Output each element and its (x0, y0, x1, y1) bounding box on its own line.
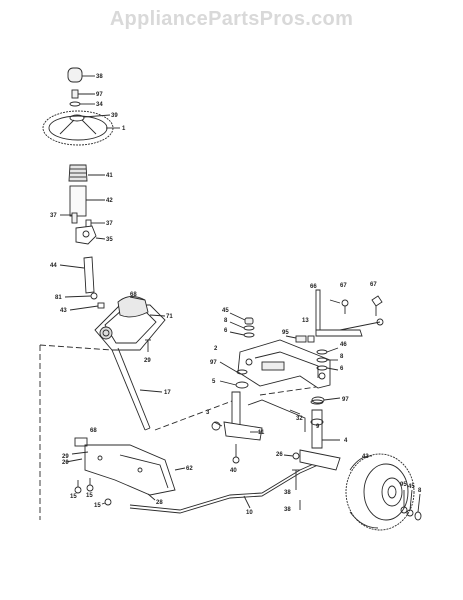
callout: 95 (400, 482, 407, 488)
callout: 67 (340, 283, 347, 289)
callout: 37 (50, 213, 57, 219)
bolts-15 (74, 478, 112, 506)
tie-rod (247, 399, 306, 432)
callout: 44 (50, 263, 57, 269)
cap-screw (71, 89, 95, 99)
spindle-bolts-38 (292, 469, 301, 510)
steering-adapter (68, 164, 105, 182)
callout-labels: 38 97 34 39 1 41 42 37 37 35 44 81 43 68… (50, 74, 422, 516)
callout: 8 (340, 354, 344, 360)
callout: 97 (210, 360, 217, 366)
callout: 20 (62, 460, 69, 466)
wheel-hardware (400, 489, 422, 521)
callout: 3 (206, 410, 210, 416)
callout: 43 (362, 454, 369, 460)
upper-right-hardware (285, 289, 384, 343)
callout: 15 (86, 493, 93, 499)
callout: 46 (340, 342, 347, 348)
callout: 62 (186, 466, 193, 472)
callout: 6 (224, 328, 228, 334)
bolt-left (60, 212, 78, 224)
callout: 13 (302, 318, 309, 324)
callout: 97 (342, 397, 349, 403)
callout: 2 (214, 346, 218, 352)
callout: 28 (156, 500, 163, 506)
washer-top (69, 101, 95, 107)
callout: 5 (212, 379, 216, 385)
callout: 17 (164, 390, 171, 396)
callout: 71 (166, 314, 173, 320)
callout: 10 (246, 510, 253, 516)
callout: 42 (106, 198, 113, 204)
callout: 66 (310, 284, 317, 290)
callout: 38 (284, 507, 291, 513)
callout: 67 (370, 282, 377, 288)
steering-wheel-cap (67, 67, 95, 83)
callout: 38 (284, 490, 291, 496)
callout: 35 (106, 237, 113, 243)
callout: 34 (96, 102, 103, 108)
callout: 29 (62, 454, 69, 460)
callout: 97 (96, 92, 103, 98)
spindle-hardware-left (219, 312, 255, 389)
spindle-hardware-right (311, 347, 341, 404)
callout: 38 (96, 74, 103, 80)
steering-shaft-bracket (75, 225, 106, 245)
callout: 37 (106, 221, 113, 227)
callout: 68 (90, 428, 97, 434)
callout: 11 (258, 430, 265, 436)
steering-sleeve (69, 185, 105, 217)
right-spindle (283, 399, 341, 471)
steering-shaft (59, 256, 95, 294)
bolt-29 (145, 339, 151, 352)
callout: 45 (408, 484, 415, 490)
callout: 95 (282, 330, 289, 336)
callout: 26 (276, 452, 283, 458)
callout: 39 (111, 113, 118, 119)
drag-link (129, 461, 319, 514)
front-axle-bar (237, 339, 331, 389)
callout: 41 (106, 173, 113, 179)
callout: 15 (94, 503, 101, 509)
callout: 81 (55, 295, 62, 301)
steering-column-shaft (111, 347, 163, 431)
callout: 45 (222, 308, 229, 314)
callout: 8 (418, 488, 422, 494)
front-wheel (345, 453, 415, 531)
steering-bracket-assembly (65, 437, 186, 501)
left-spindle (211, 391, 263, 464)
callout: 4 (344, 438, 348, 444)
callout: 32 (296, 416, 303, 422)
steering-wheel (42, 110, 120, 146)
callout: 1 (122, 126, 126, 132)
callout: 40 (230, 468, 237, 474)
callout: 8 (224, 318, 228, 324)
callout: 68 (130, 292, 137, 298)
callout: 43 (60, 308, 67, 314)
callout: 6 (340, 366, 344, 372)
callout: 9 (316, 424, 320, 430)
callout: 29 (144, 358, 151, 364)
gear-housing (94, 296, 166, 351)
watermark-text: AppliancePartsPros.com (109, 8, 354, 30)
callout: 15 (70, 494, 77, 500)
hardware-81-43 (64, 292, 105, 311)
